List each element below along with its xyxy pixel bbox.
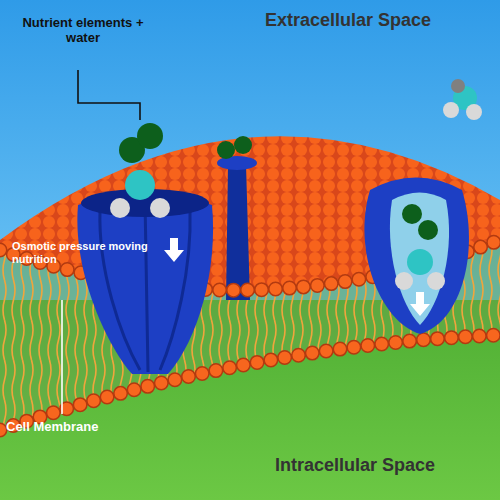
head-row-outline bbox=[0, 335, 500, 430]
flow-arrow bbox=[164, 238, 184, 262]
part-label: Cell Membrane bbox=[6, 420, 126, 435]
nutrient-ball bbox=[137, 123, 163, 149]
membrane-core bbox=[0, 240, 500, 430]
water-oxygen bbox=[407, 249, 433, 275]
water-hydrogen bbox=[443, 102, 459, 118]
nutrient-ball bbox=[217, 141, 235, 159]
region-label: Intracellular Space bbox=[275, 455, 495, 476]
region-label: Extracellular Space bbox=[265, 10, 495, 31]
water-hydrogen bbox=[451, 79, 465, 93]
channel-protein bbox=[77, 193, 213, 375]
flow-arrow bbox=[410, 292, 430, 316]
leader-line bbox=[61, 300, 63, 414]
lipid-tails bbox=[0, 240, 500, 430]
water-hydrogen bbox=[110, 198, 130, 218]
water-hydrogen bbox=[150, 198, 170, 218]
water-oxygen bbox=[125, 170, 155, 200]
nutrient-ball bbox=[418, 220, 438, 240]
channel-fold bbox=[100, 200, 190, 372]
pore-channel bbox=[226, 165, 250, 300]
channel-interior bbox=[390, 193, 449, 326]
water-hydrogen bbox=[427, 272, 445, 290]
callout-label: Nutrient elements + water bbox=[8, 16, 158, 46]
water-hydrogen bbox=[395, 272, 413, 290]
process-label: Osmotic pressure moving nutrition bbox=[12, 240, 162, 265]
head-row bbox=[0, 335, 500, 430]
nutrient-ball bbox=[402, 204, 422, 224]
extracellular-ground bbox=[0, 0, 500, 300]
water-hydrogen bbox=[466, 104, 482, 120]
leader-line bbox=[78, 70, 140, 120]
nutrient-ball bbox=[234, 136, 252, 154]
channel-protein bbox=[364, 178, 469, 335]
